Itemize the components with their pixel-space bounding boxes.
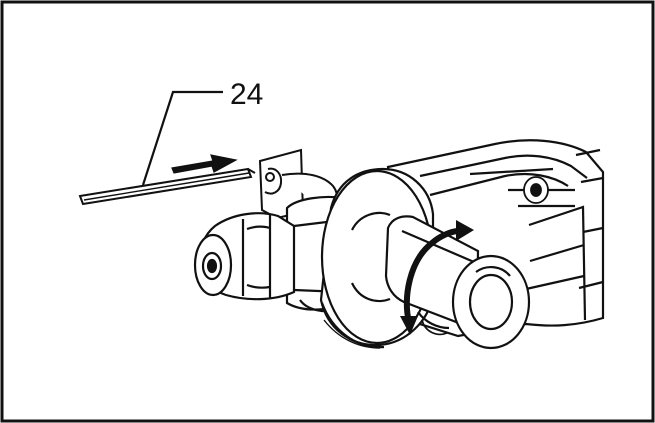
- right-arrow-icon: [171, 154, 238, 174]
- side-handle-grip: [384, 215, 531, 350]
- drill-chuck: [193, 212, 296, 301]
- curved-double-arrow-icon: [400, 220, 474, 335]
- callout-leader-line: [141, 90, 223, 186]
- callout-number-24: 24: [230, 78, 263, 111]
- depth-gauge-rod: [78, 167, 256, 206]
- body-detail: [523, 176, 549, 204]
